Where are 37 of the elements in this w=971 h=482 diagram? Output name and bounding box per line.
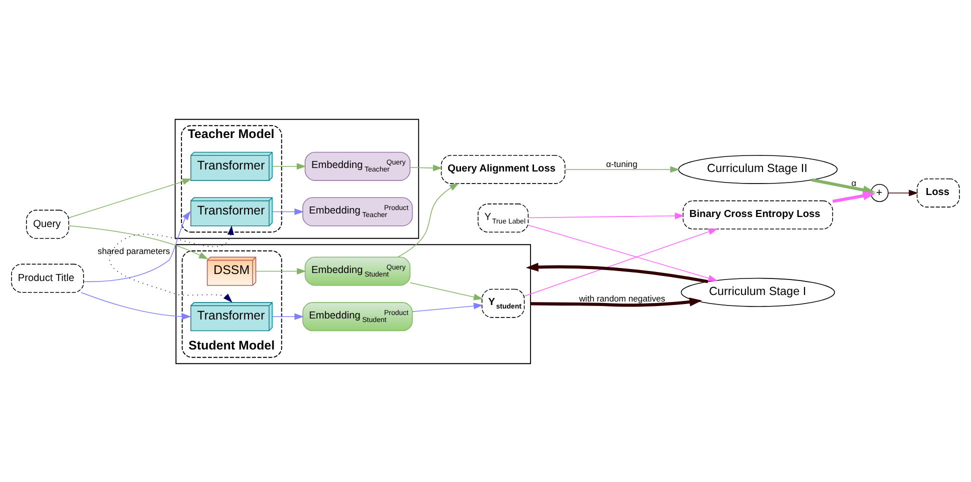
arrow — [410, 282, 484, 300]
node-box: Y$_{student}$ — [482, 288, 525, 318]
node-ellipse: Curriculum Stage II — [678, 154, 838, 184]
arrow — [528, 224, 718, 281]
arrow — [530, 297, 702, 306]
node-circle: + — [870, 183, 889, 202]
node-box: Query — [26, 209, 70, 238]
arrow — [888, 189, 918, 196]
cluster — [174, 118, 420, 238]
arrow — [410, 164, 442, 171]
arrow — [412, 302, 484, 312]
arrow — [526, 262, 708, 283]
arrow — [272, 208, 304, 215]
arrow — [68, 224, 208, 259]
arrow — [524, 228, 718, 296]
arrow — [832, 190, 876, 202]
node-box: Product Title — [11, 263, 84, 292]
node-box: Loss — [916, 178, 960, 207]
arrow — [272, 162, 306, 170]
edge-label: α — [851, 177, 856, 188]
edge-label: with random negatives — [579, 293, 666, 304]
arrow — [68, 178, 192, 218]
node-box: Y$_{True Label}$ — [478, 203, 529, 232]
arrow — [564, 166, 680, 172]
edge-label: α-tuning — [606, 158, 638, 168]
arrow — [256, 267, 306, 274]
node-box: Binary Cross Entropy Loss — [682, 200, 834, 229]
arrow — [80, 292, 192, 320]
cluster — [176, 244, 532, 364]
arrow — [109, 224, 234, 302]
arrow — [83, 210, 191, 282]
arrow — [397, 182, 459, 257]
node-box: Query Alignment Loss — [440, 154, 566, 184]
arrow — [528, 212, 684, 219]
arrow — [272, 312, 304, 320]
edge-label: shared parameters — [98, 245, 170, 256]
arrow — [811, 178, 876, 194]
